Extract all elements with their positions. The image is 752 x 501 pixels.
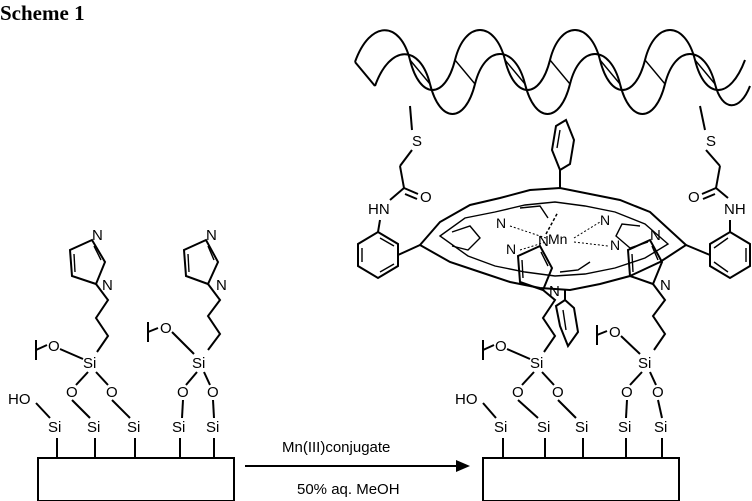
left-linker-o: O [420, 189, 432, 206]
porphyrin-n-1: N [496, 215, 506, 231]
left-si-5: Si [206, 419, 219, 436]
right-linker-o: O [688, 189, 700, 206]
right-o-tbu-2: O [609, 324, 621, 341]
left-surface-slab [37, 457, 235, 501]
left-si-top-1: Si [83, 355, 96, 372]
right-linker-nh: NH [724, 201, 746, 218]
scheme-title: Scheme 1 [0, 1, 85, 25]
porphyrin-mn: Mn [548, 231, 567, 247]
left-o-4: O [207, 384, 219, 401]
left-o-3: O [177, 384, 189, 401]
left-o-2: O [106, 384, 118, 401]
right-product: Si Si Si Si Si HO O O Si O N N O O Si O [354, 29, 751, 501]
reagent-label: Mn(III)conjugate [282, 439, 390, 456]
left-si-1: Si [48, 419, 61, 436]
right-o-1: O [512, 384, 524, 401]
right-si-2: Si [537, 419, 550, 436]
right-ho: HO [455, 391, 478, 408]
left-linker-hn: HN [368, 201, 390, 218]
left-si-4: Si [172, 419, 185, 436]
left-o-tbu-2: O [160, 320, 172, 337]
left-imid-n-2a: N [206, 227, 217, 244]
left-imid-n-1b: N [102, 277, 113, 294]
left-si-top-2: Si [192, 355, 205, 372]
right-o-2: O [552, 384, 564, 401]
left-si-3: Si [127, 419, 140, 436]
right-surface-slab [482, 457, 680, 501]
left-o-tbu-1: O [48, 338, 60, 355]
right-imid-n-2a: N [650, 227, 661, 244]
left-linker-s: S [412, 133, 422, 150]
right-si-5: Si [654, 419, 667, 436]
right-linker-s: S [706, 133, 716, 150]
porphyrin-n-4: N [610, 237, 620, 253]
left-imid-n-2b: N [216, 277, 227, 294]
left-imid-n-1a: N [92, 227, 103, 244]
right-imid-n-1b: N [549, 283, 560, 300]
right-imid-n-1a: N [538, 233, 549, 250]
porphyrin-n-2: N [600, 212, 610, 228]
right-o-4: O [652, 384, 664, 401]
right-si-4: Si [618, 419, 631, 436]
right-si-top-1: Si [530, 355, 543, 372]
right-o-tbu-1: O [495, 338, 507, 355]
left-ho: HO [8, 391, 31, 408]
solvent-label: 50% aq. MeOH [297, 481, 400, 498]
left-o-1: O [66, 384, 78, 401]
right-si-3: Si [575, 419, 588, 436]
reaction-arrow: Mn(III)conjugate 50% aq. MeOH [245, 439, 470, 498]
left-si-2: Si [87, 419, 100, 436]
right-o-3: O [621, 384, 633, 401]
left-functionalized-surface: Si Si Si Si Si HO O O Si O N N O O [8, 227, 235, 501]
right-si-top-2: Si [638, 355, 651, 372]
right-imid-n-2b: N [660, 277, 671, 294]
porphyrin-n-3: N [506, 241, 516, 257]
right-si-1: Si [494, 419, 507, 436]
alpha-helix [354, 29, 751, 115]
mn-porphyrin: N N N N Mn [418, 118, 688, 349]
